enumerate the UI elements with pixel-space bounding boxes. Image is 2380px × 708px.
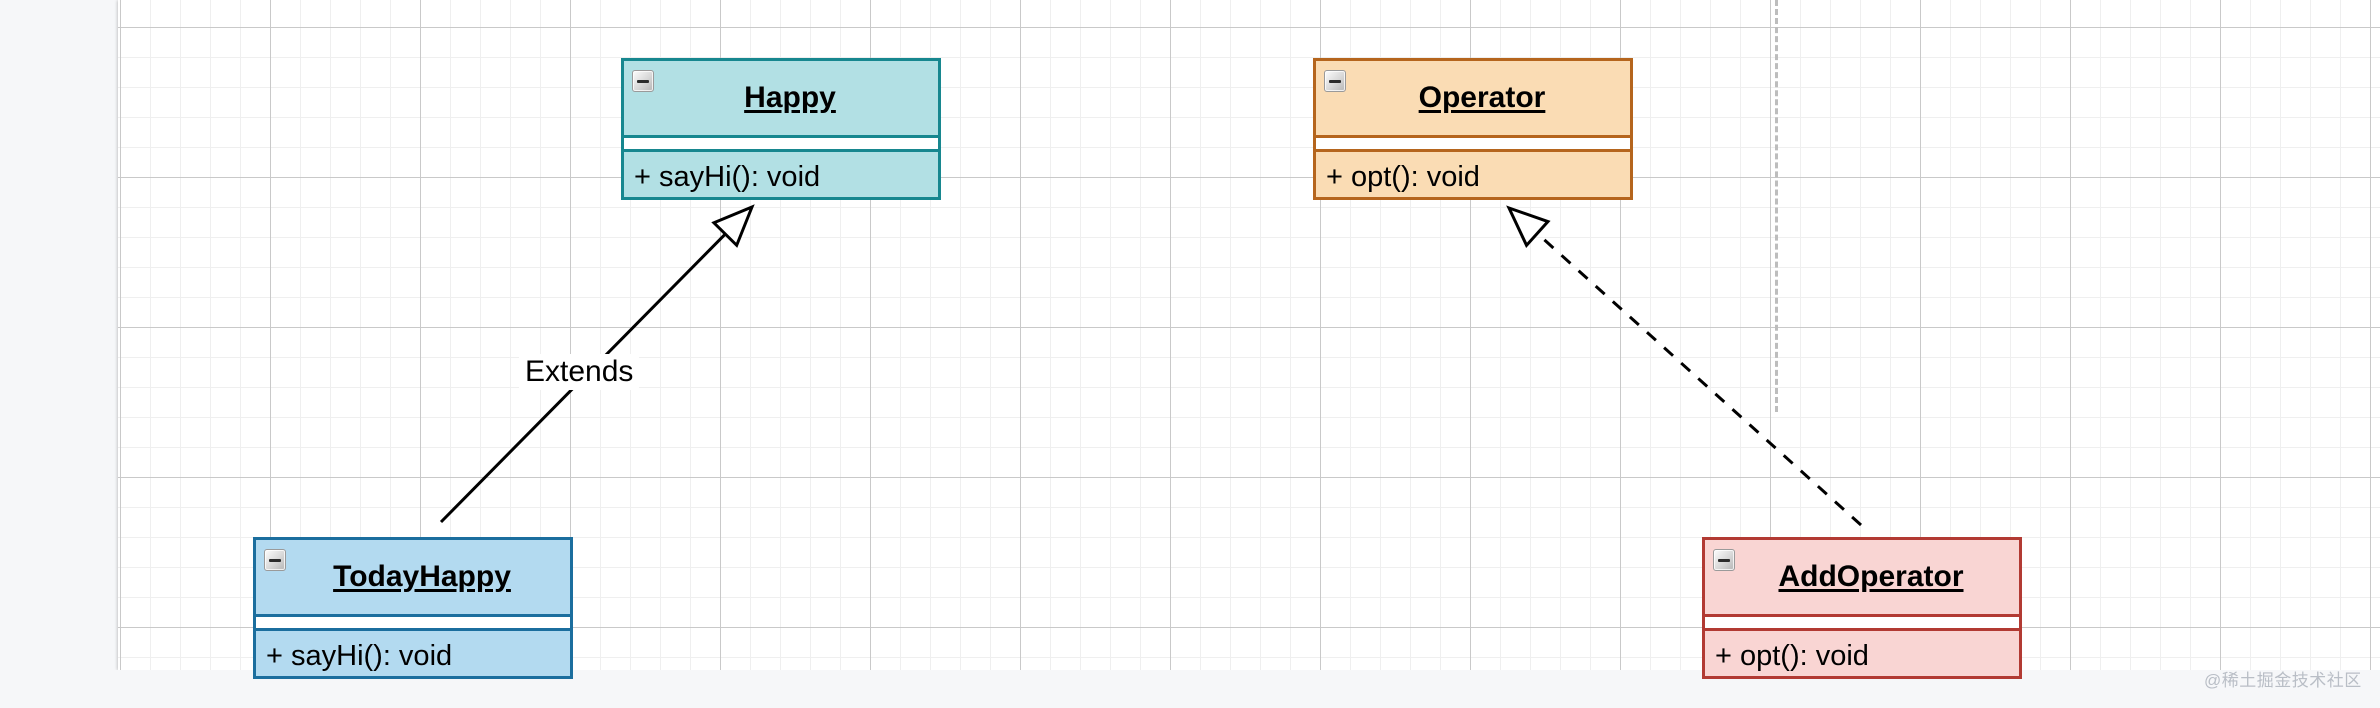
- class-title-bar: TodayHappy: [256, 540, 570, 614]
- minus-icon[interactable]: [264, 549, 286, 571]
- edge-label-extends: Extends: [519, 354, 640, 390]
- class-title-bar: Operator: [1316, 61, 1630, 135]
- class-member-label: + sayHi(): void: [634, 161, 821, 193]
- class-name-label: Happy: [744, 81, 836, 114]
- class-members-compartment: + opt(): void: [1316, 152, 1630, 203]
- uml-class-operator[interactable]: Operator + opt(): void: [1313, 58, 1633, 200]
- minus-icon[interactable]: [1324, 70, 1346, 92]
- class-title-bar: Happy: [624, 61, 938, 135]
- class-members-compartment: + sayHi(): void: [256, 631, 570, 682]
- compartment-separator: [1705, 614, 2019, 631]
- class-member-label: + sayHi(): void: [266, 640, 453, 672]
- watermark: @稀土掘金技术社区: [2204, 671, 2362, 690]
- vertical-alignment-guide: [1775, 0, 1778, 412]
- class-title-bar: AddOperator: [1705, 540, 2019, 614]
- uml-class-happy[interactable]: Happy + sayHi(): void: [621, 58, 941, 200]
- minus-icon[interactable]: [632, 70, 654, 92]
- compartment-separator: [624, 135, 938, 152]
- class-name-label: AddOperator: [1778, 560, 1964, 593]
- compartment-separator: [256, 614, 570, 631]
- class-members-compartment: + sayHi(): void: [624, 152, 938, 203]
- uml-class-addoperator[interactable]: AddOperator + opt(): void: [1702, 537, 2022, 679]
- class-name-label: Operator: [1418, 81, 1546, 114]
- class-member-label: + opt(): void: [1326, 161, 1480, 193]
- class-name-label: TodayHappy: [333, 560, 511, 593]
- class-members-compartment: + opt(): void: [1705, 631, 2019, 682]
- class-member-label: + opt(): void: [1715, 640, 1869, 672]
- compartment-separator: [1316, 135, 1630, 152]
- uml-class-todayhappy[interactable]: TodayHappy + sayHi(): void: [253, 537, 573, 679]
- minus-icon[interactable]: [1713, 549, 1735, 571]
